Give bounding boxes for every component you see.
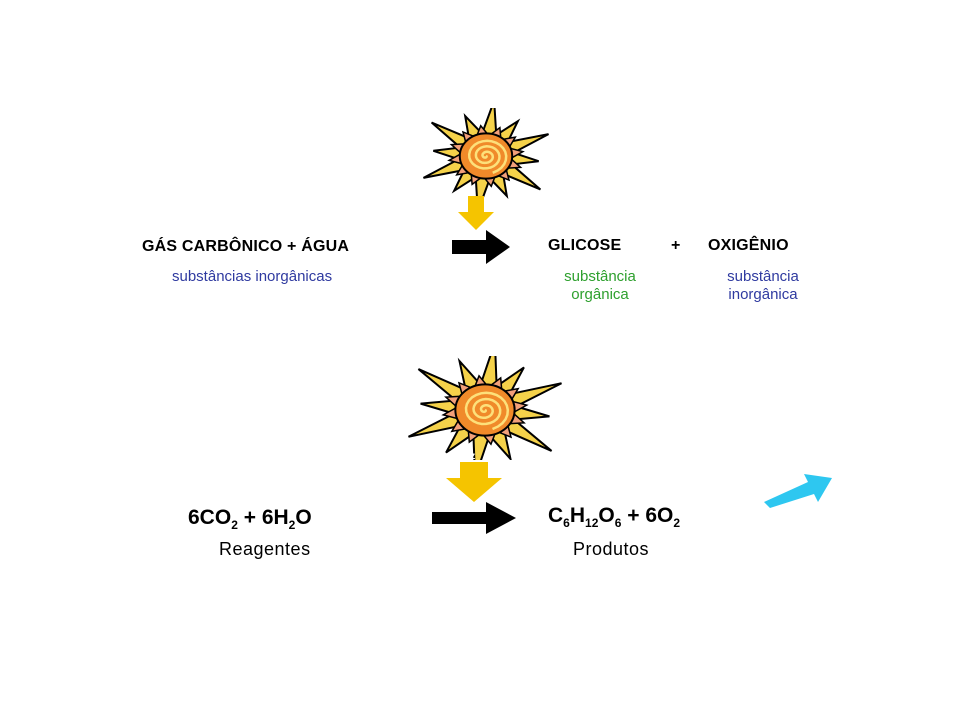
glicose-note-line2: orgânica — [571, 286, 629, 303]
top-product-plus: + — [671, 237, 681, 254]
glicose-note-line1: substância — [564, 268, 636, 285]
top-reactants: GÁS CARBÔNICO + ÁGUA — [142, 238, 350, 255]
oxigenio-note-line1: substância — [727, 268, 799, 285]
down-arrow-icon — [458, 196, 494, 235]
down-arrow-icon — [446, 462, 502, 507]
sun-icon — [388, 356, 582, 460]
bottom-reactants: 6CO2 + 6H2O — [188, 506, 312, 532]
co2-term: 6CO — [188, 506, 232, 529]
produtos-label: Produtos — [573, 539, 650, 559]
right-arrow-icon — [452, 230, 510, 269]
o2-subscript: 2 — [673, 516, 681, 530]
top-product-glicose: GLICOSE — [548, 237, 622, 254]
reagentes-label: Reagentes — [219, 539, 311, 559]
oxigenio-note: substância inorgânica — [702, 268, 824, 304]
o-subscript: 6 — [614, 516, 622, 530]
h2o-tail: O — [295, 506, 312, 529]
glicose-note: substância orgânica — [538, 268, 662, 304]
h2o-term: + 6H — [243, 506, 289, 529]
luz-label: Luz — [458, 451, 476, 462]
o-term: O — [598, 504, 615, 527]
top-reactants-note: substâncias inorgânicas — [172, 268, 333, 285]
top-product-oxigenio: OXIGÊNIO — [708, 237, 789, 254]
co2-subscript: 2 — [231, 518, 238, 532]
c-term: C — [548, 504, 564, 527]
h2o-subscript: 2 — [288, 518, 296, 532]
c-subscript: 6 — [563, 516, 570, 530]
bottom-products: C6H12O6 + 6O2 — [548, 504, 680, 530]
right-arrow-icon — [432, 502, 516, 539]
up-right-arrow-icon — [760, 468, 836, 513]
o2-term: + 6O — [627, 504, 674, 527]
h-subscript: 12 — [585, 516, 599, 530]
sun-icon — [418, 108, 554, 200]
h-term: H — [569, 504, 586, 527]
oxigenio-note-line2: inorgânica — [728, 286, 798, 303]
